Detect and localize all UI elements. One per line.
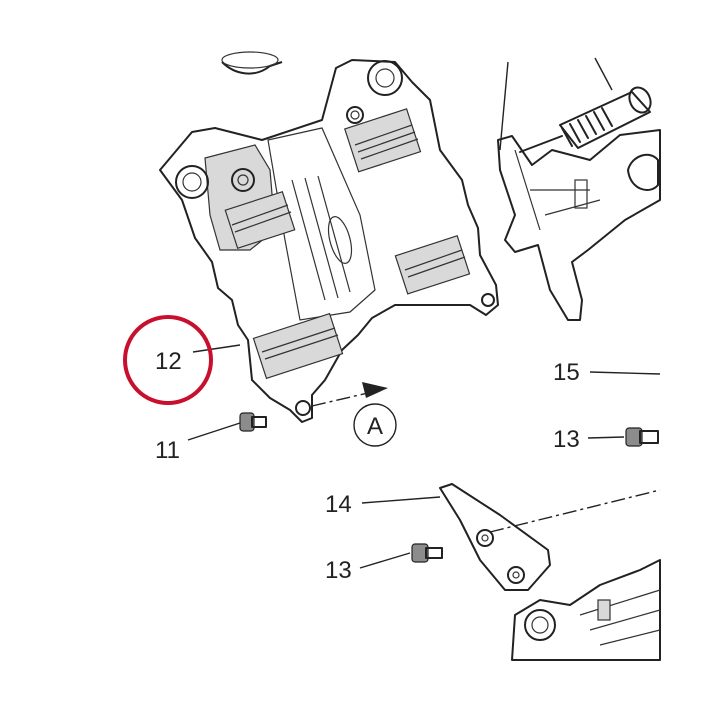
leader-11 — [187, 422, 241, 441]
bolt-13-upper[interactable] — [625, 427, 659, 447]
highlight-ring-12 — [123, 315, 213, 405]
axis-line-14 — [489, 489, 661, 533]
callout-11[interactable]: 11 — [155, 437, 180, 464]
spring-coil — [561, 107, 613, 147]
callout-14[interactable]: 14 — [325, 491, 352, 518]
partial-upper-component — [221, 51, 283, 75]
callout-15[interactable]: 15 — [553, 359, 580, 386]
partial-lower-housing — [511, 559, 661, 661]
bolt-13-lower[interactable] — [411, 543, 443, 563]
bolt-11[interactable] — [239, 412, 267, 432]
leader-14 — [361, 496, 441, 504]
axis-line-a — [311, 391, 373, 407]
view-marker-label: A — [367, 413, 383, 440]
spring-assembly[interactable] — [519, 84, 655, 153]
view-marker-a: A — [353, 403, 397, 447]
callout-12[interactable]: 12 — [155, 348, 182, 375]
angle-bracket-14[interactable] — [439, 483, 551, 591]
leader-13-upper — [587, 436, 625, 439]
callout-13-upper[interactable]: 13 — [553, 426, 580, 453]
leader-top-1 — [499, 61, 509, 151]
callout-13-lower[interactable]: 13 — [325, 557, 352, 584]
leader-15 — [589, 371, 661, 375]
leader-top-2 — [594, 57, 613, 91]
leader-13-lower — [359, 552, 411, 569]
leader-12 — [192, 344, 241, 353]
mounting-bracket-12[interactable] — [159, 59, 499, 423]
direction-arrow — [362, 382, 388, 398]
right-support-bracket[interactable] — [497, 129, 661, 321]
